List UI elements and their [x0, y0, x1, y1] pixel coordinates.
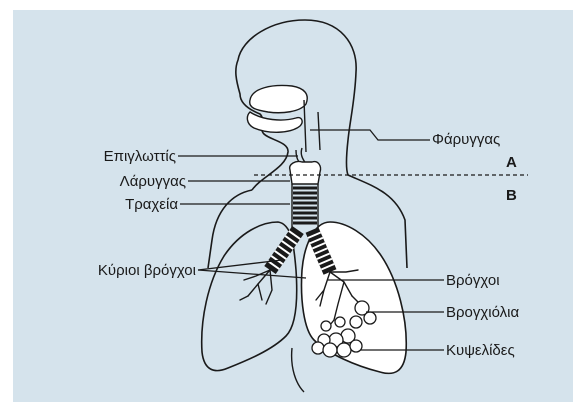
label-trachea: Τραχεία — [125, 196, 178, 213]
label-alveoli: Κυψελίδες — [446, 342, 515, 359]
alveolus — [350, 316, 362, 328]
label-zone-a: A — [506, 154, 517, 171]
label-main-bronchi: Κύριοι βρόγχοι — [98, 262, 196, 279]
label-larynx: Λάρυγγας — [120, 173, 186, 190]
alveolus — [321, 321, 331, 331]
alveolus — [323, 343, 337, 357]
alveolus — [364, 312, 376, 324]
alveolus — [335, 317, 345, 327]
label-bronchi: Βρόγχοι — [446, 272, 500, 289]
larynx — [290, 161, 321, 184]
label-zone-b: B — [506, 187, 517, 204]
alveolus — [312, 342, 324, 354]
label-pharynx: Φάρυγγας — [432, 131, 500, 148]
label-epiglottis: Επιγλωττίς — [104, 148, 176, 165]
nasal-cavity — [250, 86, 308, 113]
alveolus — [337, 343, 351, 357]
label-bronchioles: Βρογχιόλια — [446, 304, 519, 321]
respiratory-system-diagram: Φάρυγγας A B Επιγλωττίς Λάρυγγας Τραχεία… — [13, 10, 573, 402]
